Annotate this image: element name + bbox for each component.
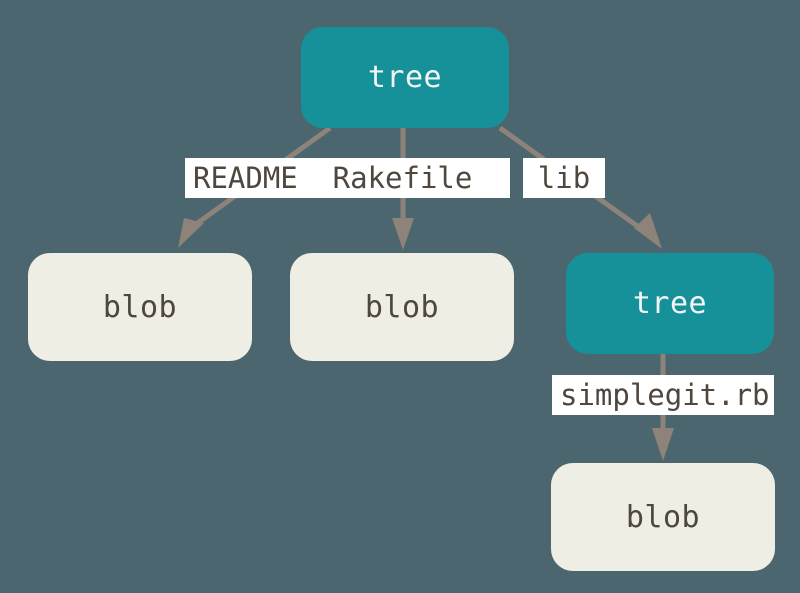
node-lib-tree-label: tree xyxy=(632,286,708,321)
node-root-tree[interactable]: tree xyxy=(301,27,509,128)
edge-label-readme-rakefile: README Rakefile xyxy=(185,158,510,198)
edge-label-simplegit: simplegit.rb xyxy=(552,375,774,415)
edge-readme-arrowhead xyxy=(178,218,204,248)
node-blob-readme-label: blob xyxy=(102,289,178,325)
node-lib-tree[interactable]: tree xyxy=(566,253,774,354)
node-blob-readme[interactable]: blob xyxy=(28,253,252,361)
edge-simplegit-arrowhead xyxy=(652,428,674,461)
edge-lib-arrowhead xyxy=(634,213,662,249)
edge-rakefile-arrowhead xyxy=(392,218,414,250)
node-blob-rakefile[interactable]: blob xyxy=(290,253,514,361)
node-root-tree-label: tree xyxy=(367,60,443,95)
node-blob-simplegit[interactable]: blob xyxy=(551,463,775,571)
edge-label-lib: lib xyxy=(523,158,605,198)
node-blob-rakefile-label: blob xyxy=(364,289,440,325)
node-blob-simplegit-label: blob xyxy=(625,499,701,535)
